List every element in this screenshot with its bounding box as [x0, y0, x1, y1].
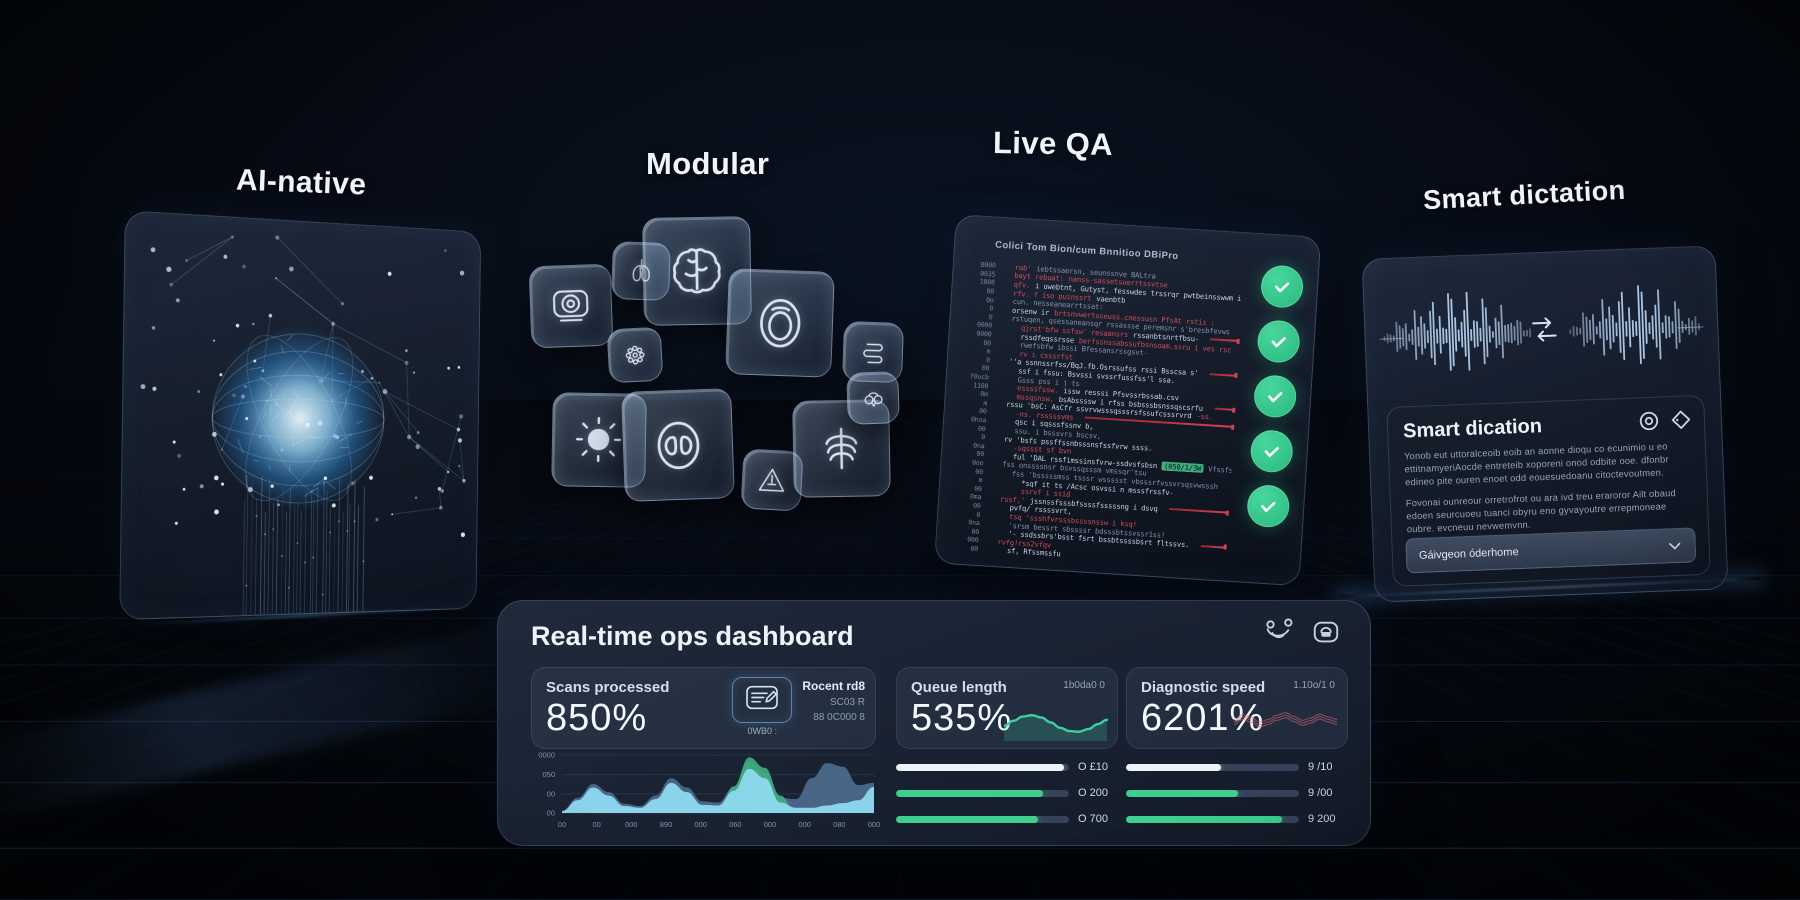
progress-fill: [896, 815, 1038, 823]
progress-track: [896, 763, 1069, 771]
check-passed-badge: [1249, 429, 1295, 474]
progress-group-1: O £10 O 200 O 700: [896, 761, 1124, 825]
queue-sparkline: [1004, 714, 1109, 741]
progress-label: O £10: [1078, 761, 1108, 773]
ct-scanner-tile[interactable]: [528, 263, 614, 349]
dictation-paragraph: Yonob eut uttoralceoib eoib an aonne dio…: [1403, 441, 1669, 488]
svg-text:000: 000: [798, 820, 811, 829]
panel-title-live-qa: Live QA: [992, 124, 1114, 163]
smart-dictation-panel: Smart dication Yonob eut uttoralceoib eo…: [1361, 245, 1729, 603]
progress-fill: [1126, 763, 1222, 771]
stat-caption: 1b0da0 0: [1063, 680, 1105, 691]
progress-label: 9 200: [1308, 813, 1336, 825]
progress-fill: [896, 763, 1064, 771]
check-passed-badge: [1259, 264, 1305, 309]
svg-text:000: 000: [868, 820, 880, 829]
progress-bar: O 700: [896, 813, 1124, 825]
checkmark-icon: [1271, 337, 1286, 348]
checkmark-icon: [1268, 392, 1283, 403]
panel-title-ai-native: AI-native: [235, 163, 367, 202]
scan-report-icon[interactable]: [732, 677, 793, 723]
progress-track: [1126, 815, 1299, 823]
chevron-down-icon: [1669, 542, 1681, 550]
error-trace-line: [1209, 338, 1240, 343]
qa-check-list: [1245, 264, 1305, 529]
icon-caption: 0WB0 :: [747, 726, 778, 736]
svg-text:080: 080: [833, 820, 846, 829]
svg-text:890: 890: [660, 820, 673, 829]
progress-bar: 9 /10: [1126, 761, 1354, 773]
progress-fill: [896, 789, 1044, 797]
dictation-card-icons: [1638, 408, 1693, 432]
panel-title-modular: Modular: [646, 146, 770, 181]
error-trace-line: [1200, 544, 1227, 549]
check-passed-badge: [1252, 374, 1298, 419]
ai-native-panel: [119, 210, 482, 621]
svg-text:060: 060: [729, 820, 742, 829]
lock-icon: [1313, 621, 1339, 643]
progress-bar: 9 /00: [1126, 787, 1354, 799]
progress-track: [896, 815, 1069, 823]
progress-bar: 9 200: [1126, 813, 1354, 825]
dashboard-title: Real-time ops dashboard: [531, 621, 854, 651]
progress-label: O 200: [1078, 787, 1108, 799]
stat-card-diagnostic-speed: Diagnostic speed 6201% 1.10o/1 0: [1126, 667, 1348, 749]
svg-text:050: 050: [542, 770, 555, 779]
kidney-scan-tile[interactable]: [621, 388, 735, 502]
head-scan-tile[interactable]: [725, 268, 835, 378]
svg-text:00: 00: [592, 820, 600, 829]
check-passed-badge: [1245, 483, 1291, 529]
pelvis-tile[interactable]: [846, 371, 900, 425]
svg-text:00: 00: [558, 820, 566, 829]
progress-fill: [1126, 789, 1239, 797]
progress-track: [1126, 789, 1299, 797]
scan-report-icon: [746, 685, 779, 710]
progress-fill: [1126, 815, 1282, 823]
progress-bar: O £10: [896, 761, 1124, 773]
lock-button[interactable]: [1308, 617, 1344, 647]
progress-label: 9 /00: [1308, 787, 1333, 799]
diagnostic-sparkline: [1234, 712, 1338, 728]
scan-side-readout: Rocent rd8 SC03 R 88 0C000 8: [802, 679, 865, 723]
svg-text:000: 000: [694, 820, 707, 829]
realtime-ops-dashboard: Real-time ops dashboard Scans processed …: [497, 600, 1371, 846]
at-circle-icon: [1639, 411, 1659, 431]
stat-card-queue-length: Queue length 535% 1b0da0 0: [896, 667, 1118, 749]
progress-group-2: 9 /10 9 /00 9 200: [1126, 761, 1354, 825]
dropdown-value: Gáivgeon óderhome: [1418, 545, 1519, 562]
check-passed-badge: [1256, 319, 1301, 364]
progress-label: O 700: [1078, 813, 1108, 825]
svg-text:00: 00: [547, 809, 555, 818]
dictation-card: Smart dication Yonob eut uttoralceoib eo…: [1386, 394, 1711, 587]
scan-report-widget: 0WB0 : Rocent rd8 SC03 R 88 0C000 8: [732, 677, 865, 736]
neural-network-graphic: [140, 211, 480, 619]
svg-text:000: 000: [625, 820, 638, 829]
dashboard-header-icons: [1260, 617, 1344, 647]
progress-label: 9 /10: [1308, 761, 1333, 773]
svg-text:00: 00: [547, 789, 555, 798]
diamond-icon: [1671, 410, 1691, 429]
error-trace-line: [1209, 373, 1238, 377]
progress-bar: O 200: [896, 787, 1124, 799]
checkmark-icon: [1261, 501, 1276, 512]
error-trace-line: [1213, 407, 1236, 412]
stethoscope-icon: [1266, 618, 1293, 639]
svg-text:000: 000: [764, 820, 777, 829]
stethoscope-button[interactable]: [1260, 617, 1296, 647]
code-editor-header: Colici Tom Bion/cum Bnnitioo DBiPro: [994, 239, 1179, 263]
progress-track: [896, 789, 1069, 797]
checkmark-icon: [1264, 446, 1279, 458]
stat-caption: 1.10o/1 0: [1293, 680, 1335, 691]
checkmark-icon: [1275, 282, 1290, 293]
progress-track: [1126, 763, 1299, 771]
molecule-tile[interactable]: [606, 326, 664, 384]
stat-card-scans-processed: Scans processed 850% 0WB0 : Rocent rd8 S…: [531, 667, 876, 749]
live-qa-panel: Colici Tom Bion/cum Bnnitioo DBiPro B000…: [934, 214, 1322, 587]
svg-text:0000: 0000: [538, 751, 555, 760]
transfer-arrows-icon: [1531, 314, 1558, 345]
